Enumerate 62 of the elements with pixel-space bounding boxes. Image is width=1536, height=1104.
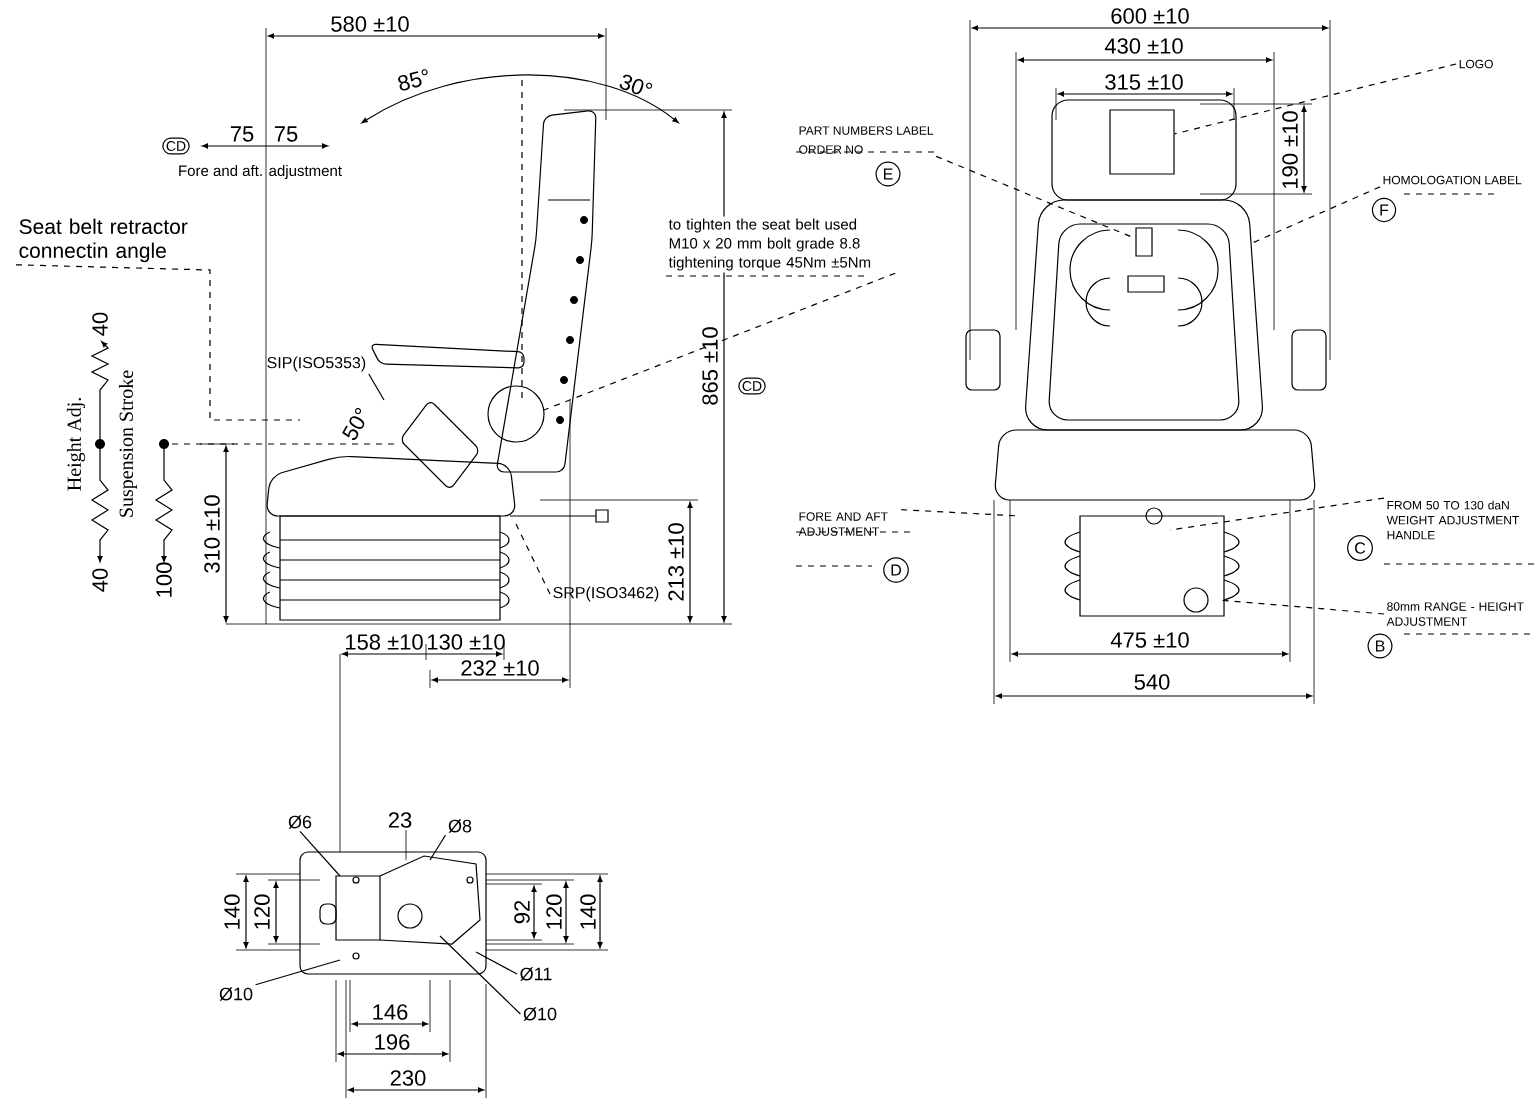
leader-line xyxy=(515,523,551,595)
leader-line xyxy=(15,264,301,421)
callout-letter: F xyxy=(1371,197,1397,223)
callout-letter: C xyxy=(1347,535,1373,561)
note-text: Height Adj. xyxy=(66,398,86,491)
leader-line xyxy=(439,935,521,1015)
dimension-text: 23 xyxy=(388,812,412,828)
dimension-text: 600 ±10 xyxy=(1111,8,1189,24)
dimension-text: 475 ±10 xyxy=(1110,632,1189,648)
angle-text: 30° xyxy=(619,74,653,95)
diameter-label: Ø6 xyxy=(288,815,312,829)
dimension-text: 146 xyxy=(373,1004,408,1020)
dimension-text: 140 xyxy=(224,894,240,929)
dimension-text: 40 xyxy=(92,568,108,592)
point-label: SIP(ISO5353) xyxy=(267,356,366,372)
dimension-text: 92 xyxy=(514,900,530,924)
leader-line xyxy=(900,509,1021,517)
dimension-text: 315 ±10 xyxy=(1105,74,1183,90)
dimension-text: 540 xyxy=(1134,674,1170,690)
dimension-text: 310 ±10 xyxy=(204,495,220,573)
label-box xyxy=(1135,227,1153,257)
dimension-text: 230 xyxy=(390,1070,426,1086)
dimension-text: 120 xyxy=(546,894,562,929)
square-panel xyxy=(1109,109,1175,175)
diameter-label: Ø11 xyxy=(520,967,552,981)
diameter-label: Ø10 xyxy=(219,987,253,1001)
leader-line xyxy=(1169,497,1385,531)
leader-line xyxy=(1217,599,1385,615)
callout-letter: D xyxy=(883,557,909,583)
point-label: SRP(ISO3462) xyxy=(553,586,659,602)
dimension-text: 75 xyxy=(230,126,254,142)
note-text: Suspension Stroke xyxy=(118,370,138,517)
dimension-text: 120 xyxy=(254,894,270,929)
dimension-text: 40 xyxy=(92,312,108,336)
dimension-text: 190 ±10 xyxy=(1282,111,1298,189)
leader-line xyxy=(475,951,518,975)
dimension-text: 140 xyxy=(580,894,596,929)
dimension-text: 130 ±10 xyxy=(428,634,505,650)
angle-text: 50° xyxy=(342,408,365,440)
dimension-text: 213 ±10 xyxy=(668,523,684,601)
dimension-text: 865 ±10 xyxy=(702,327,718,405)
note-text: Seat belt retractor connectin angle xyxy=(19,218,188,263)
angle-text: 85° xyxy=(398,69,428,91)
leader-line xyxy=(429,834,446,861)
leader-line xyxy=(299,830,341,877)
callout-letter: E xyxy=(875,161,901,187)
leader-line xyxy=(255,959,341,986)
leader-line xyxy=(935,155,1136,240)
dimension-text: 100 xyxy=(156,562,172,597)
dimension-text: 196 xyxy=(375,1034,410,1050)
callout-letter: B xyxy=(1367,633,1393,659)
diameter-label: Ø8 xyxy=(448,819,472,833)
dimension-text: 232 ±10 xyxy=(461,660,539,676)
diameter-label: Ø10 xyxy=(523,1007,557,1021)
leader-line xyxy=(1174,63,1457,135)
leader-line xyxy=(1249,186,1381,245)
leader-line xyxy=(543,272,896,411)
dimension-text: 158 ±10 xyxy=(346,634,423,650)
dimension-text: 580 ±10 xyxy=(331,16,409,32)
dimension-text: 430 ±10 xyxy=(1104,38,1183,54)
dimension-text: 75 xyxy=(274,126,298,142)
leader-line xyxy=(368,373,385,401)
